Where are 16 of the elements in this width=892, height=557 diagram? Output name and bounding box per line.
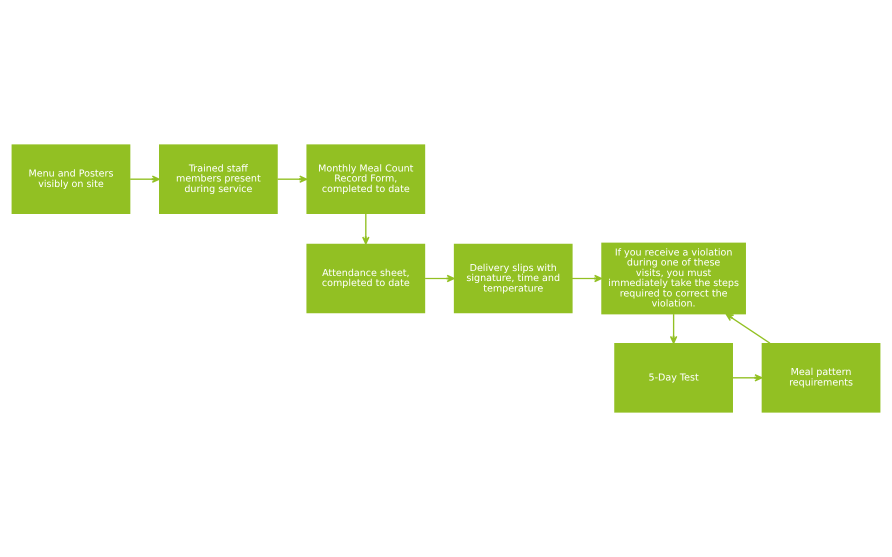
arrow <box>130 175 160 183</box>
node-box: Menu and Posters visibly on site <box>12 144 130 214</box>
arrow <box>362 214 370 245</box>
node-box: 5-Day Test <box>614 343 733 413</box>
arrow <box>278 175 308 183</box>
node-box: Attendance sheet, completed to date <box>306 244 426 314</box>
node-box: Delivery slips with signature, time and temperature <box>454 244 573 314</box>
arrow <box>425 274 455 282</box>
arrow <box>732 374 763 382</box>
node-box: Monthly Meal Count Record Form, completed to date <box>306 144 426 214</box>
arrow <box>572 274 602 282</box>
node-box: Trained staff members present during service <box>159 144 278 214</box>
node-box: If you receive a violation during one of these visits, you must immediately take the steps required to correct the violation. <box>601 242 746 314</box>
node-box: Meal pattern requirements <box>762 343 880 413</box>
arrow <box>670 314 678 344</box>
arrow <box>726 313 770 344</box>
